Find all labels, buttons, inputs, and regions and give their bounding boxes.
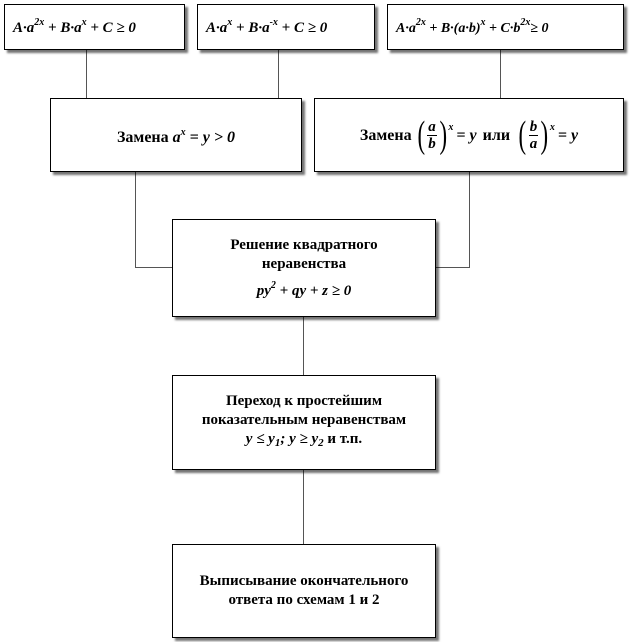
term-c: + C: [90, 20, 113, 36]
coef-a: A: [206, 20, 217, 36]
exponent: 2x: [415, 17, 426, 28]
connector-transition-final: [303, 470, 304, 544]
base-a: a: [219, 20, 228, 36]
formula-2: A·ax + B·a-x + C ≥ 0: [206, 17, 328, 36]
base-a: a: [408, 21, 416, 36]
connector-top-middle: [278, 50, 279, 98]
equals-y: = y: [456, 126, 477, 144]
inequality-1: y ≤ y: [245, 431, 275, 447]
relation: ≥ 0: [116, 20, 136, 36]
substitution-box-1: Замена ax = y > 0: [50, 98, 302, 172]
exponent: 2: [270, 279, 276, 291]
or-word: или: [482, 126, 511, 144]
etc-text: и т.п.: [323, 431, 363, 447]
connector-top-left: [86, 50, 87, 98]
exponent: x: [180, 127, 186, 138]
transition-line-1: Переход к простейшим: [225, 393, 383, 409]
subscript: 1: [274, 437, 281, 449]
final-line-2: ответа по схемам 1 и 2: [228, 592, 380, 608]
quadratic-inequality: py2 + qy + z ≥ 0: [257, 276, 352, 301]
transition-line-2: показательным неравенствам: [201, 412, 407, 428]
connector-top-right: [500, 50, 501, 98]
numerator: a: [427, 118, 437, 136]
formula-3: A·a2x + B·(a·b)x + C·b2x≥ 0: [396, 17, 549, 36]
formula-box-2: A·ax + B·a-x + C ≥ 0: [197, 4, 375, 50]
quadratic-line-2: неравенства: [261, 255, 347, 272]
exponent: 2x: [520, 17, 531, 28]
base-b: b: [513, 21, 521, 36]
exponent: 2x: [34, 17, 45, 28]
exponent: x: [81, 17, 87, 28]
quadratic-box: Решение квадратного неравенства py2 + qy…: [172, 219, 436, 317]
term-c: + C: [281, 20, 304, 36]
numerator: b: [528, 118, 539, 136]
transition-line-3: y ≤ y1; y ≥ y2 и т.п.: [246, 430, 362, 453]
base-a: a: [26, 20, 35, 36]
formula-1: A·a2x + B·ax + C ≥ 0: [13, 17, 136, 36]
connector-left-down: [135, 172, 136, 268]
base-a: a: [172, 129, 181, 146]
term-b: + B: [48, 20, 71, 36]
quadratic-line-1: Решение квадратного: [230, 236, 378, 253]
exponent: -x: [269, 17, 278, 28]
base-a: a: [74, 20, 82, 36]
exponent: x: [480, 17, 486, 28]
exponent: x: [227, 17, 233, 28]
connector-left-across: [135, 267, 172, 268]
coef-a: A: [13, 20, 24, 36]
denominator: b: [428, 135, 436, 152]
formula-box-3: A·a2x + B·(a·b)x + C·b2x≥ 0: [387, 4, 624, 50]
exponent: x: [549, 122, 555, 133]
inequality-rest: + qy + z ≥ 0: [279, 282, 352, 299]
inequality-2: ; y ≥ y: [280, 431, 319, 447]
term-py: py: [256, 282, 271, 299]
subscript: 2: [318, 437, 324, 449]
term-b: + B: [429, 21, 451, 36]
relation: ≥ 0: [530, 21, 549, 36]
relation: ≥ 0: [307, 20, 328, 36]
connector-right-down: [469, 172, 470, 268]
base-a: a: [262, 20, 270, 36]
connector-quadratic-transition: [303, 317, 304, 375]
connector-right-across: [436, 267, 470, 268]
exponent: x: [448, 122, 454, 133]
substitution-label: Замена: [116, 129, 169, 146]
equals-y: = y: [557, 126, 579, 144]
transition-box: Переход к простейшим показательным нерав…: [172, 375, 436, 470]
substitution-label: Замена: [359, 126, 412, 144]
formula-box-1: A·a2x + B·ax + C ≥ 0: [4, 4, 185, 50]
final-line-1: Выписывание окончательного: [199, 573, 409, 589]
final-box: Выписывание окончательного ответа по схе…: [172, 544, 436, 638]
base-ab: (a·b): [453, 21, 481, 36]
substitution-rest: = y > 0: [189, 129, 235, 146]
term-c: + C: [489, 21, 510, 36]
denominator: a: [529, 135, 538, 152]
coef-a: A: [396, 21, 406, 36]
term-b: + B: [236, 20, 259, 36]
